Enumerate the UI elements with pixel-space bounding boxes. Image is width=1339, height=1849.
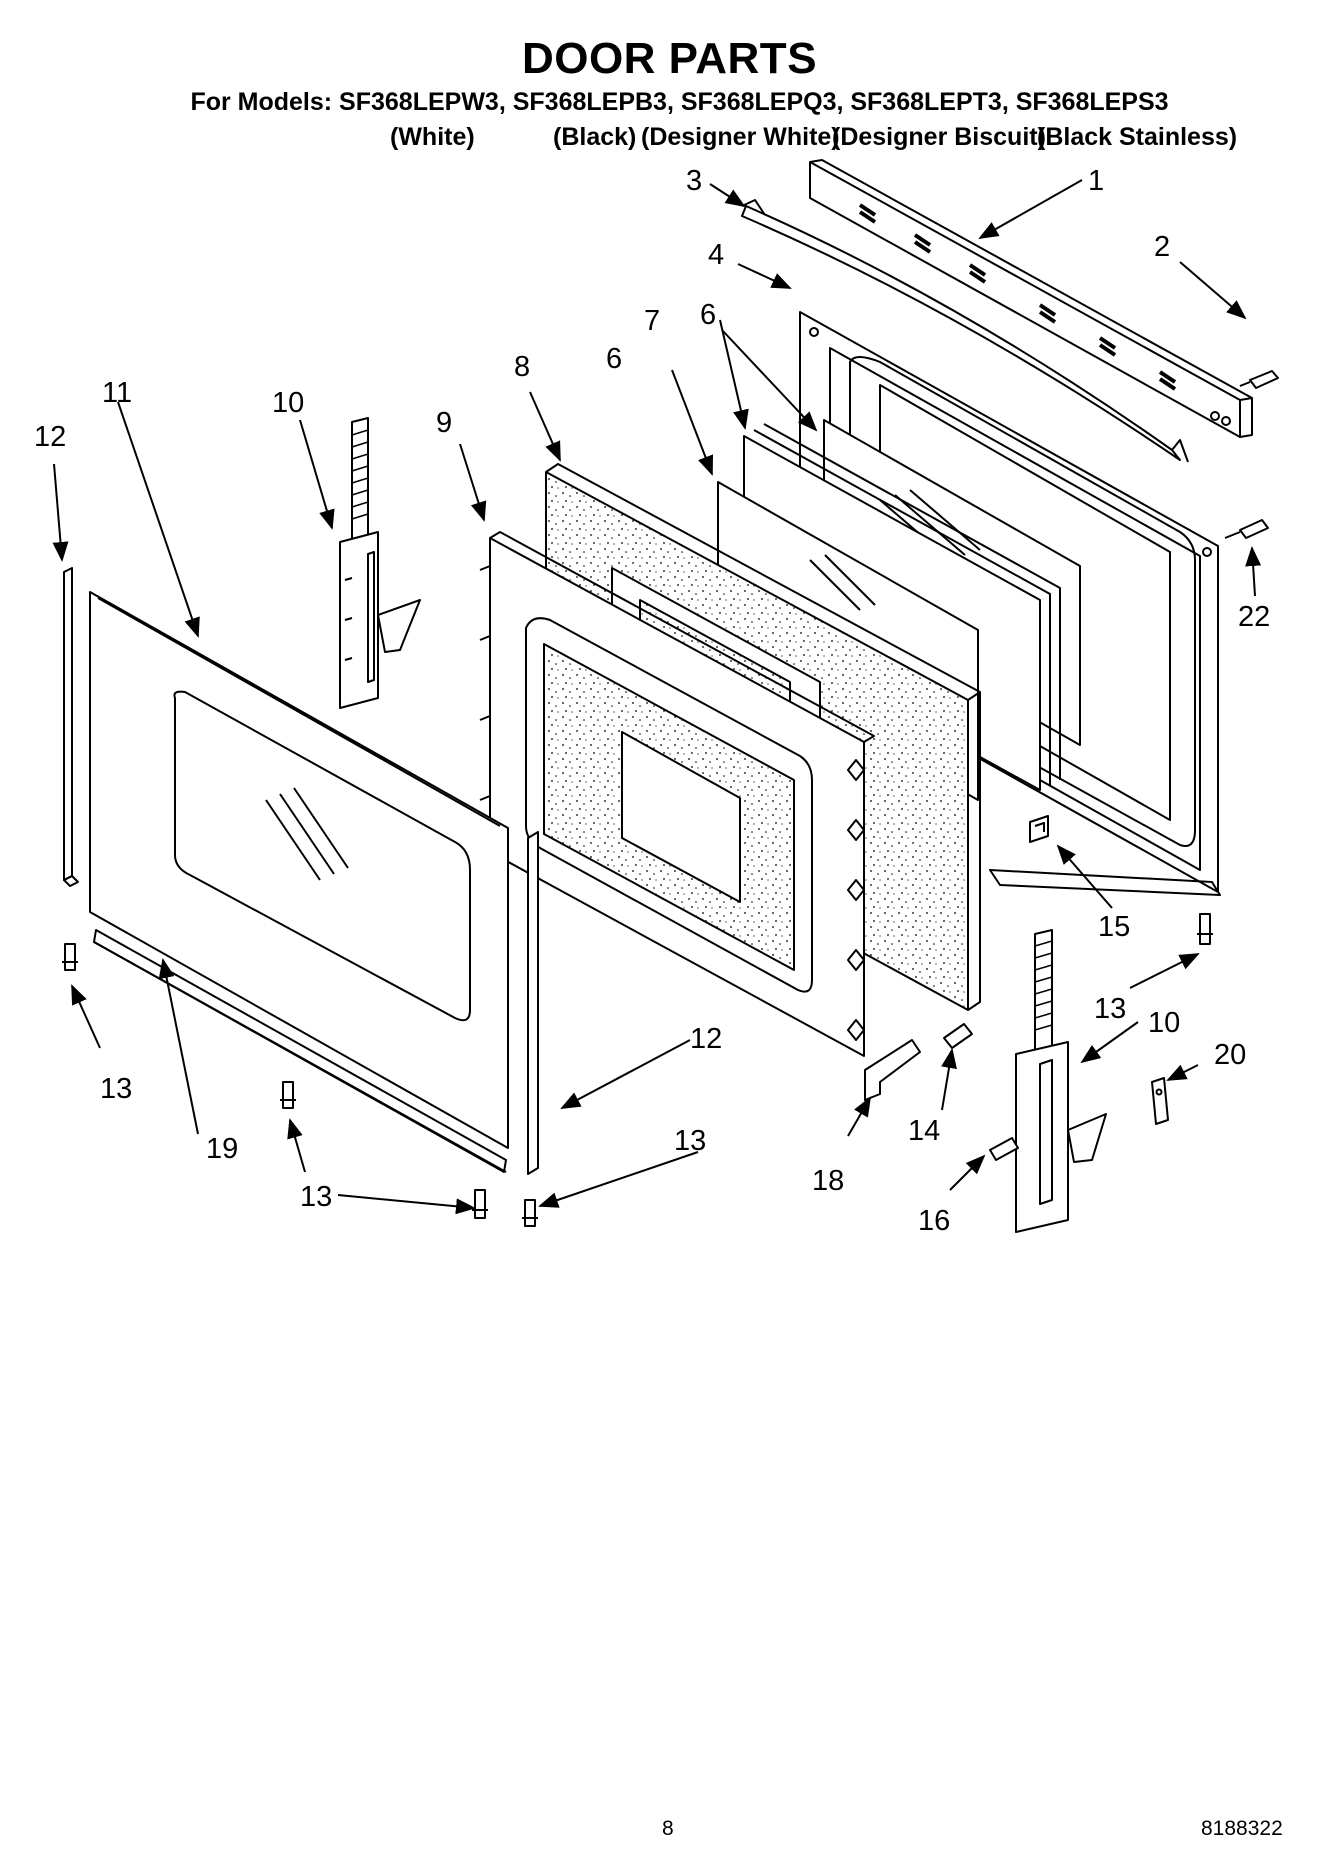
leader-arrows [52, 179, 1262, 1215]
color-black: (Black) [553, 123, 637, 151]
callout-16: 16 [918, 1205, 950, 1237]
screw-16 [989, 1137, 1019, 1161]
callout-18: 18 [812, 1165, 844, 1197]
callout-19: 19 [206, 1133, 238, 1165]
callout-8: 8 [514, 351, 530, 383]
callout-13-bottom: 13 [300, 1181, 332, 1213]
bottom-trim [93, 929, 507, 1173]
callout-15: 15 [1098, 911, 1130, 943]
screw-2 [1239, 370, 1279, 389]
callout-13-bottom-right: 13 [674, 1125, 706, 1157]
callout-9: 9 [436, 407, 452, 439]
side-trim-left [63, 567, 79, 887]
callout-13-right: 13 [1094, 993, 1126, 1025]
models-line: For Models: SF368LEPW3, SF368LEPB3, SF36… [190, 88, 1169, 116]
part-number: 8188322 [1201, 1817, 1283, 1840]
callout-22: 22 [1238, 601, 1270, 633]
screw-13-bottom-b [472, 1189, 488, 1219]
callout-13-left: 13 [100, 1073, 132, 1105]
callout-6-lower: 6 [606, 343, 622, 375]
bracket-18 [864, 1039, 921, 1101]
page-number: 8 [662, 1817, 674, 1840]
page-title: DOOR PARTS [521, 34, 818, 83]
callout-20: 20 [1214, 1039, 1246, 1071]
callout-1: 1 [1088, 165, 1104, 197]
callout-11: 11 [102, 377, 132, 409]
callout-12-right: 12 [690, 1023, 722, 1055]
side-trim-right [527, 831, 539, 1175]
callout-2: 2 [1154, 231, 1170, 263]
screw-13-right [1197, 913, 1213, 945]
door-handle [741, 199, 1189, 463]
callout-7: 7 [644, 305, 660, 337]
outer-door-glass [89, 591, 509, 1149]
callout-10-left: 10 [272, 387, 304, 419]
screw-13-bottom-a [280, 1081, 296, 1109]
plate-20 [1151, 1077, 1169, 1125]
hinge-right [1015, 929, 1107, 1233]
color-white: (White) [390, 123, 475, 151]
callouts: 1 2 3 4 6 7 6 8 9 10 11 12 22 15 13 10 2… [34, 165, 1270, 1237]
callout-6-upper: 6 [700, 299, 716, 331]
screw-22 [1224, 519, 1269, 539]
hinge-left [339, 417, 421, 709]
clip-15 [1029, 815, 1049, 843]
callout-10-right: 10 [1148, 1007, 1180, 1039]
screw-13-bottom-c [522, 1199, 538, 1227]
screw-14 [943, 1023, 973, 1049]
callout-3: 3 [686, 165, 702, 197]
vent-trim [809, 159, 1253, 438]
callout-4: 4 [708, 239, 724, 271]
color-designer-white: (Designer White) [641, 123, 840, 151]
door-frame [479, 531, 875, 1057]
color-black-stainless: (Black Stainless) [1037, 123, 1238, 151]
callout-12-left: 12 [34, 421, 66, 453]
color-designer-biscuit: (Designer Biscuit) [832, 123, 1046, 151]
callout-14: 14 [908, 1115, 940, 1147]
screw-13-left [62, 943, 78, 971]
